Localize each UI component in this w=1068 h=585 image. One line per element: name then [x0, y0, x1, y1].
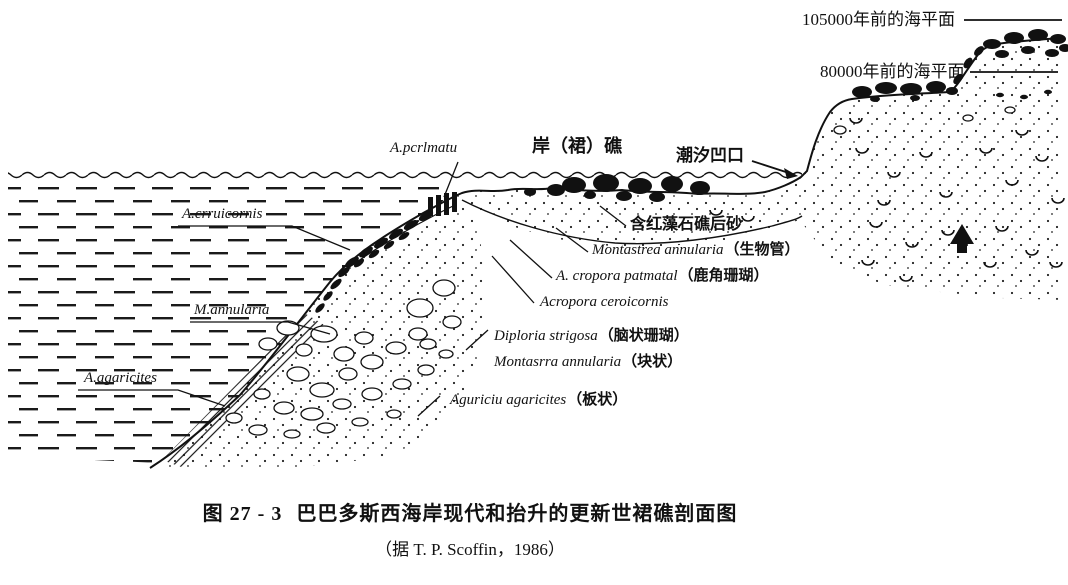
dark-coral-blobs-terraces — [852, 29, 1068, 102]
species-label-agaricia: Aguriciu agaricites（板状） — [450, 392, 627, 409]
species-label-diploria: Diploria strigosa（脑状珊瑚） — [494, 328, 689, 345]
label-tidal-notch: 潮汐凹口 — [676, 146, 744, 165]
species-cn-note: （鹿角珊瑚） — [678, 268, 769, 284]
dark-coral-blobs-slope — [315, 192, 457, 313]
figure-caption-source: （据 T. P. Scoffin，1986） — [375, 540, 565, 559]
species-latin: Montastrea annularia — [592, 242, 724, 258]
label-backreef-sand: 含红藻石礁后砂 — [630, 216, 743, 233]
figure-caption-title: 图 27 - 3 巴巴多斯西海岸现代和抬升的更新世裙礁剖面图 — [0, 503, 940, 526]
species-cn-note: （脑状珊瑚） — [598, 328, 689, 344]
coral-head-circles — [225, 106, 1016, 439]
species-latin: A. cropora patmatal — [556, 268, 678, 284]
figure-title-text: 巴巴多斯西海岸现代和抬升的更新世裙礁剖面图 — [296, 503, 738, 525]
dark-coral-blobs-reef-flat — [524, 174, 710, 202]
leader-lines — [78, 161, 627, 417]
species-latin: Aguriciu agaricites — [450, 392, 567, 408]
species-cn-note: （板状） — [567, 392, 628, 408]
up-arrow-symbol — [950, 224, 974, 253]
label-sea-level-80000: 80000年前的海平面 — [820, 62, 965, 81]
species-latin: Montasrra annularia — [494, 354, 622, 370]
figure-number: 图 27 - 3 — [202, 503, 283, 525]
species-label-montastrea-tube: Montastrea annularia（生物管） — [592, 242, 800, 259]
species-cn-note: （块状） — [622, 354, 683, 370]
species-label-a-agaricites: A.agaricites — [84, 370, 157, 386]
species-cn-note: （生物管） — [724, 242, 800, 258]
species-latin: Diploria strigosa — [494, 328, 598, 344]
species-label-m-annularia: M.annularia — [194, 302, 270, 318]
backreef-base-line — [461, 199, 803, 245]
species-label-a-palmata-top: A.pcrlmatu — [390, 140, 458, 156]
tidal-notch-arrow — [751, 160, 798, 179]
sea-surface-wave-line — [8, 171, 802, 183]
label-fringing-reef: 岸（裙）礁 — [532, 136, 622, 156]
species-label-acropora-palmata: A. cropora patmatal（鹿角珊瑚） — [556, 268, 769, 285]
label-sea-level-105000: 105000年前的海平面 — [802, 10, 955, 29]
species-label-montastrea-massive: Montasrra annularia（块状） — [494, 354, 682, 371]
species-label-a-cervicornis: A.crruicornis — [182, 206, 263, 222]
species-label-acropora-cervicornis: Acropora ceroicornis — [540, 294, 669, 310]
